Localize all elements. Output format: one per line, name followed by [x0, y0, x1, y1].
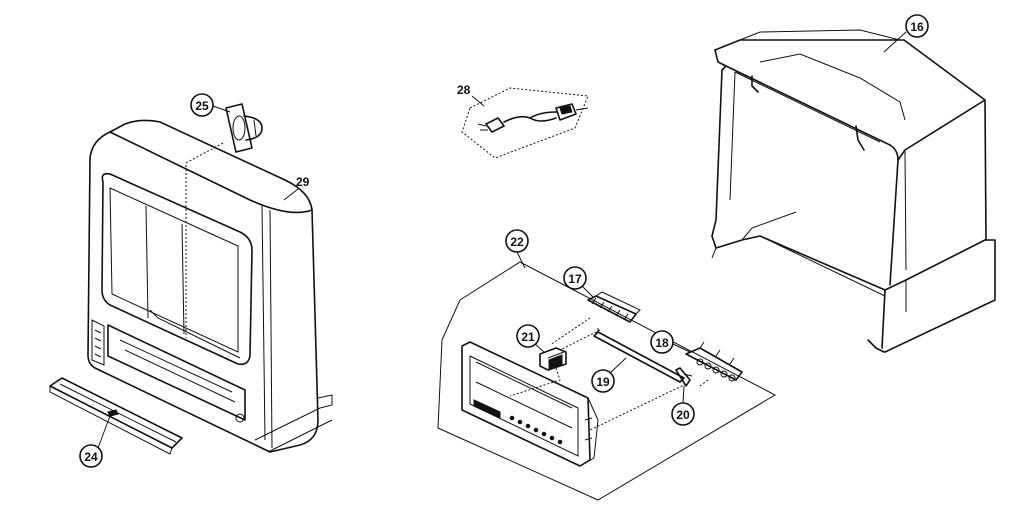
callout-29-label: 29 [296, 175, 310, 189]
connector-20-drawing [675, 367, 693, 387]
front-cabinet-drawing [87, 119, 333, 453]
callout-25: 25 [190, 93, 231, 117]
callout-21-label: 21 [521, 330, 535, 344]
power-cord-drawing [461, 87, 589, 159]
button-strip-18-drawing [685, 341, 743, 382]
callout-22: 22 [505, 229, 529, 253]
button-bracket-17-drawing [587, 291, 641, 323]
speaker-drawing [225, 103, 263, 153]
callout-20: 20 [671, 385, 695, 426]
callout-24-label: 24 [84, 450, 98, 464]
callout-19-label: 19 [596, 375, 610, 389]
callout-20-label: 20 [676, 408, 690, 422]
pcb-leader-lines [509, 317, 709, 431]
pcb-assembly-outline [437, 251, 777, 501]
rear-cabinet-drawing [711, 29, 996, 353]
callout-17-label: 17 [568, 272, 582, 286]
callout-18: 18 [650, 330, 691, 354]
front-panel-bar-drawing [49, 377, 183, 455]
callout-24: 24 [79, 415, 111, 468]
callout-18-label: 18 [655, 336, 669, 350]
callout-16: 16 [883, 14, 929, 53]
callout-28-label: 28 [457, 83, 471, 97]
callout-25-label: 25 [195, 99, 209, 113]
circuit-board-19-drawing [593, 328, 685, 383]
front-control-panel-drawing [461, 341, 599, 467]
callout-19: 19 [591, 357, 627, 393]
callout-21: 21 [516, 324, 545, 353]
callout-29: 29 [283, 175, 310, 201]
callout-22-label: 22 [510, 235, 524, 249]
callout-28: 28 [457, 83, 485, 107]
switch-21-drawing [539, 347, 567, 371]
callout-17: 17 [563, 266, 595, 299]
callout-16-label: 16 [910, 20, 924, 34]
